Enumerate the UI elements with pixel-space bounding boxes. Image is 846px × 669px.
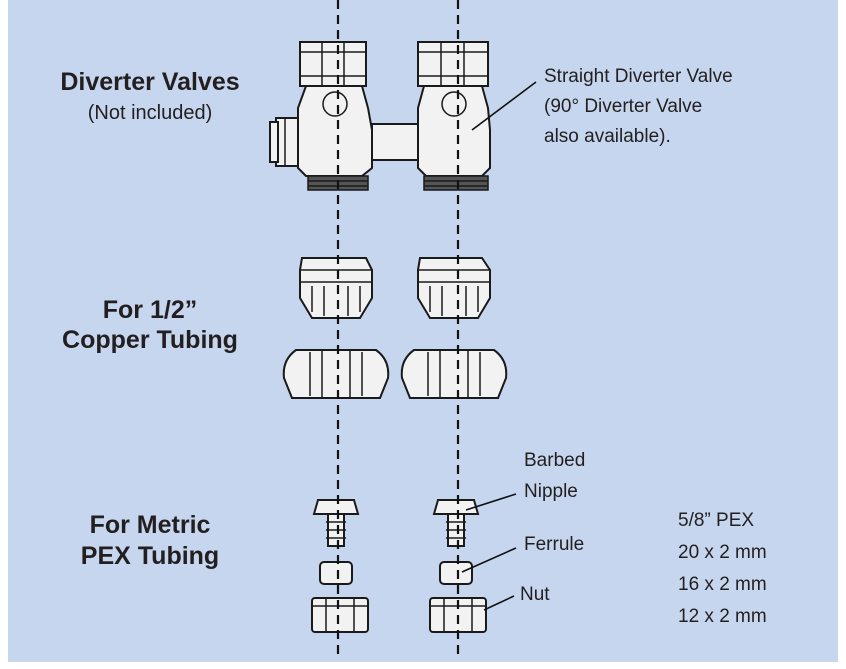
valve-callout-line2: (90° Diverter Valve — [544, 96, 703, 117]
pex-size-item: 5/8” PEX — [678, 510, 755, 531]
diverter-valves-heading: Diverter Valves — [60, 68, 240, 96]
barbed-label: Barbed — [524, 450, 586, 471]
ferrule-label: Ferrule — [524, 534, 585, 555]
pex-size-item: 20 x 2 mm — [678, 542, 767, 563]
barbed-nipple — [312, 499, 480, 547]
pex-size-item: 12 x 2 mm — [678, 606, 767, 627]
copper-tubing-heading-line2: Copper Tubing — [62, 326, 238, 354]
pex-tubing-heading-line1: For Metric — [89, 511, 211, 539]
pex-size-item: 16 x 2 mm — [678, 574, 767, 595]
valve-leader-line — [471, 81, 537, 131]
nut-leader-line — [483, 595, 515, 611]
barbed-nipple-leader-line — [465, 493, 517, 511]
diverter-valve — [269, 41, 491, 191]
copper-compression-insert — [299, 257, 491, 319]
ferrule — [319, 561, 473, 585]
not-included-note: (Not included) — [87, 102, 213, 124]
pex-tubing-heading-line2: PEX Tubing — [80, 542, 220, 570]
valve-callout-line3: also available). — [544, 126, 671, 147]
copper-compression-nut — [282, 349, 508, 399]
valve-callout-line1: Straight Diverter Valve — [544, 66, 733, 87]
ferrule-leader-line — [461, 547, 517, 573]
nut-label: Nut — [520, 584, 550, 605]
copper-tubing-heading-line1: For 1/2” — [102, 296, 198, 324]
nipple-label: Nipple — [524, 481, 578, 502]
